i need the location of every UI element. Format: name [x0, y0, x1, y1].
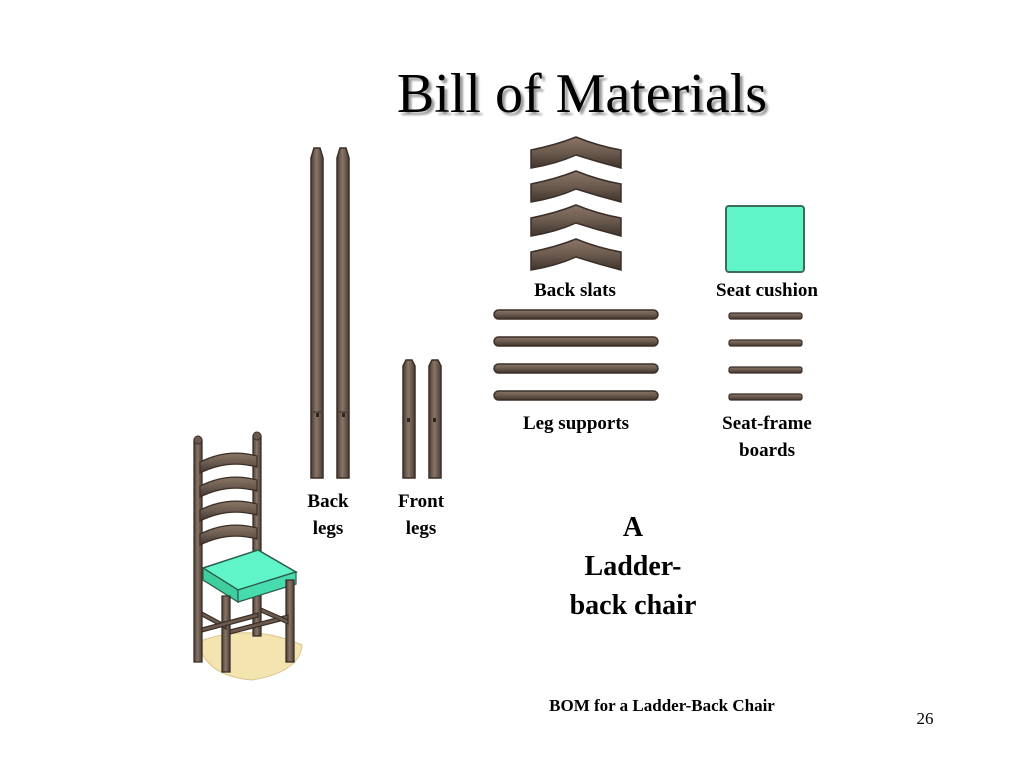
label-back-legs: Back legs: [288, 488, 368, 542]
slide-title: Bill of Materials: [396, 63, 768, 125]
label-seat-frame-line2: boards: [739, 440, 795, 461]
label-back-legs-line1: Back: [307, 491, 349, 512]
leg-supports-stack: [493, 309, 659, 401]
label-seat-frame-line1: Seat-frame: [722, 413, 812, 434]
back-leg-left: [310, 147, 324, 479]
label-front-legs-line2: legs: [405, 518, 437, 539]
back-leg-right: [336, 147, 350, 479]
front-leg-left: [402, 359, 416, 479]
label-back-slats: Back slats: [534, 280, 616, 301]
label-front-legs: Front legs: [381, 488, 461, 542]
label-back-legs-line2: legs: [312, 518, 344, 539]
seat-frame-boards-stack: [728, 312, 803, 401]
label-front-legs-line1: Front: [397, 491, 445, 512]
label-seat-frame-boards: Seat-frame boards: [697, 410, 837, 464]
product-name-line2: Ladder-: [584, 551, 682, 582]
slide-caption: BOM for a Ladder-Back Chair: [549, 696, 775, 715]
ladder-back-chair: [193, 431, 303, 681]
back-slats-stack: [530, 136, 622, 271]
product-name: A Ladder- back chair: [533, 508, 733, 625]
product-name-line3: back chair: [569, 590, 697, 621]
page-number: 26: [916, 709, 934, 728]
front-leg-right: [428, 359, 442, 479]
label-seat-cushion: Seat cushion: [716, 280, 818, 301]
seat-cushion-swatch: [725, 205, 805, 273]
label-leg-supports: Leg supports: [522, 413, 630, 434]
product-name-line1: A: [622, 512, 644, 543]
